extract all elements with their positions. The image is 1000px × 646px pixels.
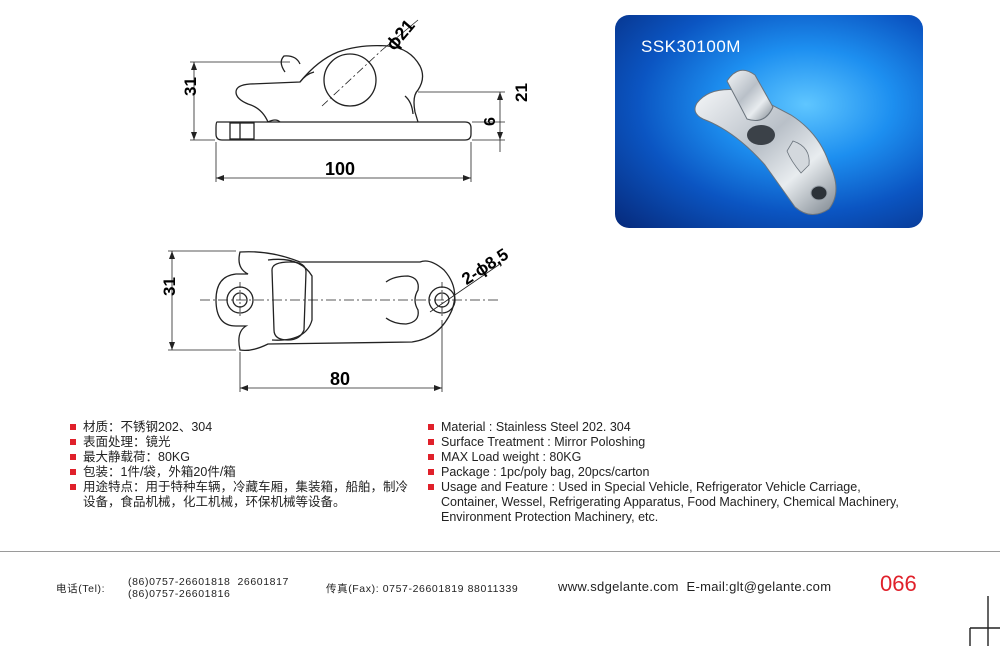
crop-marks: [969, 596, 1000, 646]
pivot-hole-side: [323, 53, 377, 107]
handle-top: [271, 261, 307, 341]
spec-en-load: MAX Load weight : 80KG: [428, 450, 908, 465]
side-view-drawing: ϕ21 31 21 6 100: [181, 16, 530, 182]
spec-cn-material: 材质：不锈钢202、304: [70, 420, 410, 435]
spec-cn-load: 最大静载荷：80KG: [70, 450, 410, 465]
dim-spacing-label: 80: [330, 369, 350, 389]
dim-diameter-label: ϕ21: [382, 16, 419, 55]
spec-cn-surface: 表面处理：镜光: [70, 435, 410, 450]
tel-line-2: (86)0757-26601816: [128, 588, 231, 600]
dim-height-left-label: 31: [181, 77, 200, 96]
base-plate: [215, 121, 472, 141]
spec-cn-usage: 用途特点：用于特种车辆，冷藏车厢，集装箱，船舶，制冷设备，食品机械，化工机械，环…: [70, 480, 410, 510]
dim-height-right-label: 21: [512, 83, 530, 102]
tel-line-1: (86)0757-26601818 26601817: [128, 576, 289, 588]
latch-outline-top: [215, 251, 456, 352]
dim-base-label: 6: [482, 117, 499, 126]
website-email: www.sdgelante.com E-mail:glt@gelante.com: [558, 579, 832, 594]
dim-holes-label: 2-ϕ8,5: [458, 245, 512, 289]
dim-width-label: 31: [160, 277, 179, 296]
spec-list-chinese: 材质：不锈钢202、304 表面处理：镜光 最大静载荷：80KG 包装：1件/袋…: [70, 420, 410, 510]
footer-divider: [0, 551, 1000, 552]
spec-cn-package: 包装：1件/袋，外箱20件/箱: [70, 465, 410, 480]
page-number: 066: [880, 571, 917, 596]
top-view-drawing: 2-ϕ8,5 31 80: [160, 245, 512, 392]
spec-en-package: Package : 1pc/poly bag, 20pcs/carton: [428, 465, 908, 480]
latch-illustration: [694, 69, 837, 215]
latch-body: [235, 44, 424, 123]
product-model-label: SSK30100M: [641, 37, 741, 56]
spec-en-material: Material : Stainless Steel 202. 304: [428, 420, 908, 435]
spec-en-surface: Surface Treatment : Mirror Poloshing: [428, 435, 908, 450]
tel-label: 电话(Tel):: [56, 583, 106, 595]
fax-number: 传真(Fax): 0757-26601819 88011339: [326, 583, 519, 595]
dim-length-label: 100: [325, 159, 355, 179]
product-photo: SSK30100M: [615, 15, 923, 228]
spec-list-english: Material : Stainless Steel 202. 304 Surf…: [428, 420, 908, 525]
slot-left: [229, 122, 255, 140]
spec-en-usage: Usage and Feature : Used in Special Vehi…: [428, 480, 908, 525]
